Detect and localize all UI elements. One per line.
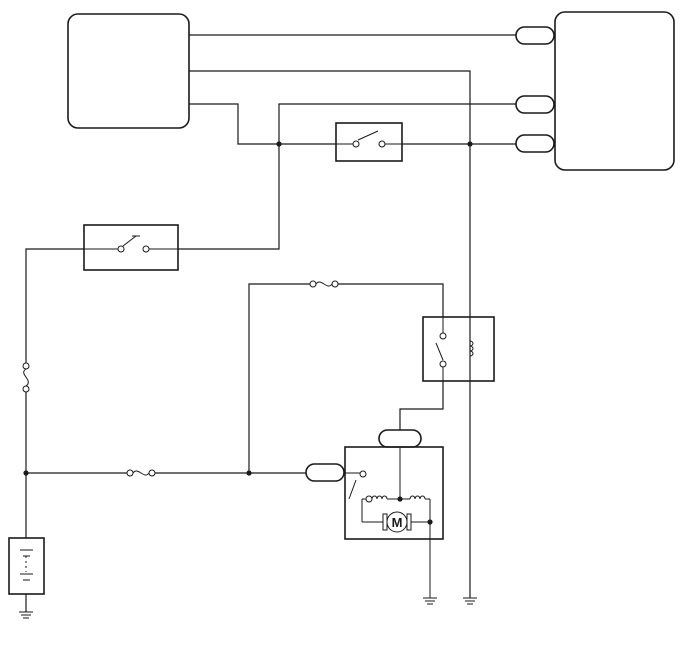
connector-right-2 bbox=[515, 95, 555, 114]
connector-right-3 bbox=[515, 134, 555, 153]
junction-a bbox=[276, 141, 282, 147]
wire-top-4 bbox=[178, 103, 516, 250]
wire-relay-motor bbox=[399, 381, 444, 430]
ground-motor bbox=[423, 597, 437, 605]
connector-motor-left bbox=[305, 463, 345, 482]
fuse-top bbox=[309, 280, 339, 288]
wire-left-main bbox=[25, 248, 84, 363]
switch-left bbox=[83, 224, 179, 271]
battery bbox=[8, 537, 45, 595]
wire-top-3 bbox=[189, 103, 336, 145]
fuse-bottom bbox=[126, 469, 156, 477]
ground-relay-coil bbox=[463, 597, 477, 605]
connector-right-1 bbox=[515, 26, 555, 45]
wire-fuse-top bbox=[248, 283, 310, 473]
junction-b bbox=[467, 141, 473, 147]
ground-left bbox=[19, 611, 33, 619]
control-unit-left bbox=[67, 13, 190, 129]
connector-motor-top bbox=[378, 429, 422, 448]
control-unit-right bbox=[554, 11, 675, 171]
motor-label: M bbox=[392, 515, 403, 530]
relay bbox=[422, 316, 495, 382]
motor-unit: M bbox=[344, 446, 444, 598]
switch-upper bbox=[335, 122, 403, 162]
wire-top-2 bbox=[189, 70, 471, 598]
fuse-left bbox=[22, 362, 30, 393]
